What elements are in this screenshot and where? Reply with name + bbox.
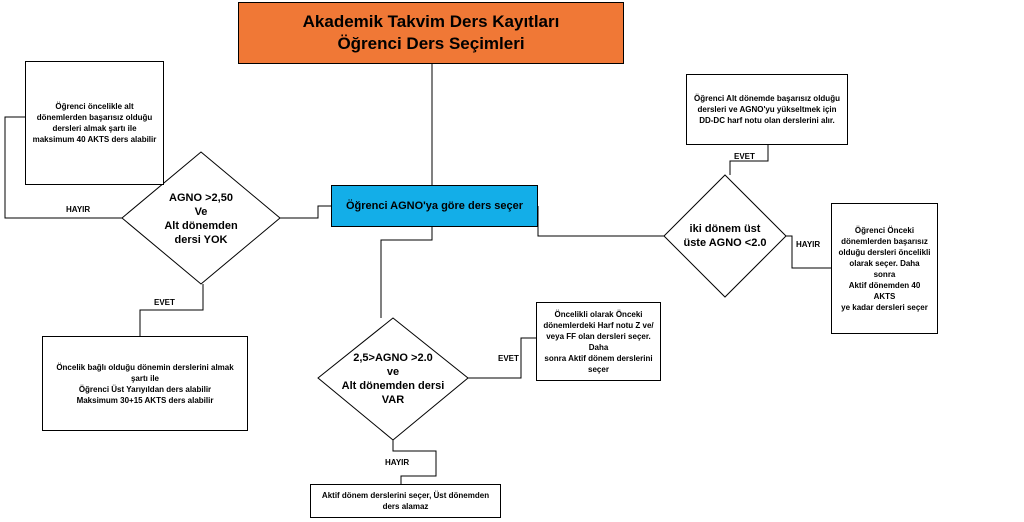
connector-left-evet	[139, 284, 204, 336]
title-line1: Akademik Takvim Ders Kayıtları	[302, 12, 560, 31]
label-evet-bottom: EVET	[498, 354, 519, 363]
box-top-left: Öğrenci öncelikle alt dönemlerden başarı…	[25, 61, 164, 185]
connector-bottom-evet	[468, 337, 536, 379]
box-bottom-center: Aktif dönem derslerini seçer, Üst dönemd…	[310, 484, 501, 518]
title-box: Akademik Takvim Ders Kayıtları Öğrenci D…	[238, 2, 624, 64]
connector-right-hayir	[786, 235, 831, 269]
title-line2: Öğrenci Ders Seçimleri	[337, 34, 525, 53]
decision-diamond-right	[663, 174, 787, 298]
label-evet-left: EVET	[154, 298, 175, 307]
decision-left-text: AGNO >2,50 Ve Alt dönemden dersi YOK	[164, 192, 238, 246]
box-right: Öğrenci Önceki dönemlerden başarısız old…	[831, 203, 938, 334]
connector-right-evet	[729, 145, 769, 175]
box-top-right: Öğrenci Alt dönemde başarısız olduğu der…	[686, 74, 848, 145]
decision-diamond-left	[121, 151, 281, 285]
box-bottom-left: Öncelik bağlı olduğu dönemin derslerini …	[42, 336, 248, 431]
label-hayir-right: HAYIR	[796, 240, 821, 249]
connector-bottom-hayir	[392, 440, 437, 484]
label-hayir-left: HAYIR	[66, 205, 91, 214]
connector-left-hayir	[4, 116, 122, 219]
connector-process-bottom-diamond	[380, 227, 433, 318]
decision-diamond-bottom	[317, 317, 469, 441]
connector-process-left-diamond	[280, 205, 331, 219]
connector-process-right-diamond	[537, 206, 664, 237]
box-center-right: Öncelikli olarak Önceki dönemlerdeki Har…	[536, 302, 661, 381]
label-hayir-bottom: HAYIR	[385, 458, 410, 467]
label-evet-right: EVET	[734, 152, 755, 161]
process-box: Öğrenci AGNO'ya göre ders seçer	[331, 185, 538, 227]
decision-bottom-text: 2,5>AGNO >2.0 ve Alt dönemden dersi VAR	[341, 352, 445, 406]
process-label: Öğrenci AGNO'ya göre ders seçer	[345, 200, 524, 212]
decision-right-text: iki dönem üst üste AGNO <2.0	[683, 223, 767, 249]
